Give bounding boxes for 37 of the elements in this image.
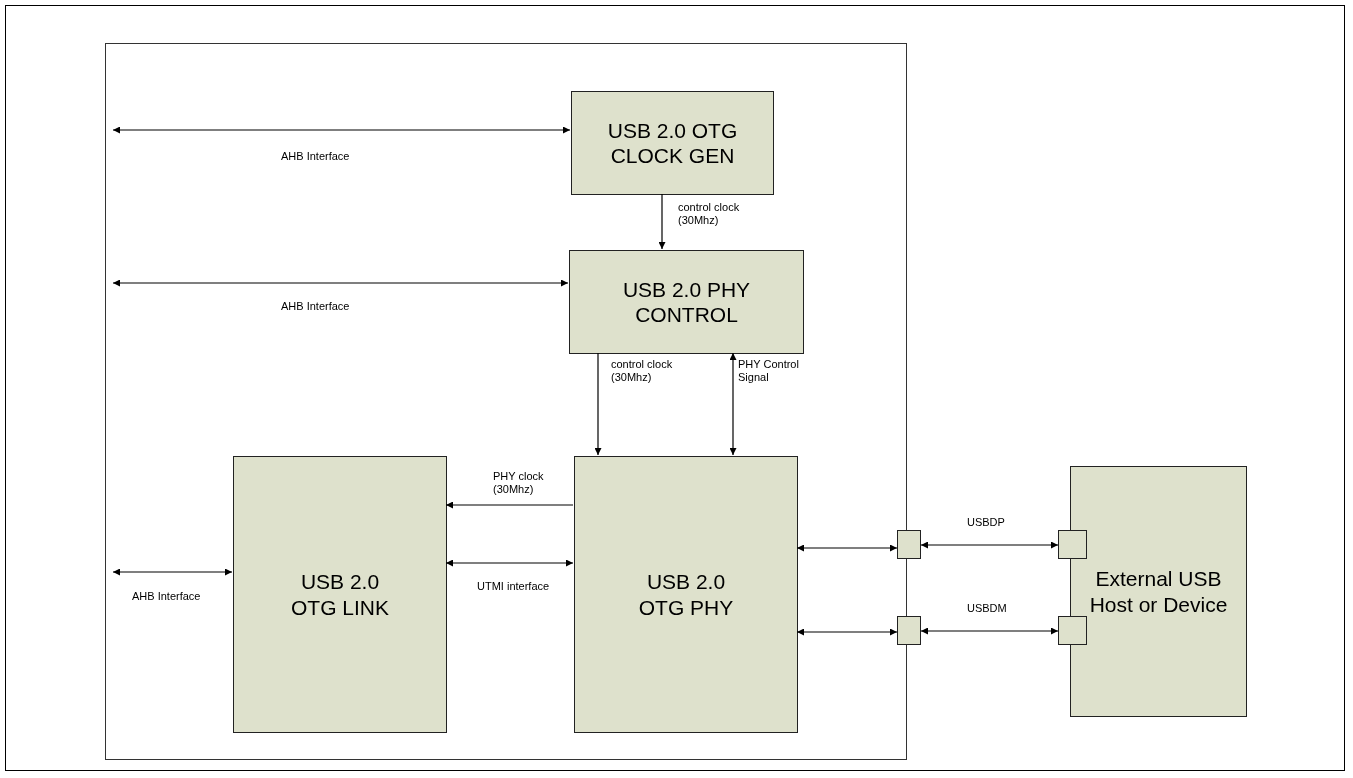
edge-label: PHY clock (30Mhz) (492, 470, 545, 497)
arrow (445, 501, 574, 509)
block-box (574, 456, 798, 733)
edge-label: UTMI interface (476, 580, 551, 594)
arrow (796, 544, 898, 552)
arrow (112, 568, 233, 576)
pad-box (1058, 616, 1087, 645)
edge-label: control clock (30Mhz) (610, 358, 674, 385)
arrow (445, 559, 574, 567)
edge-label: AHB Interface (280, 300, 351, 314)
arrow (796, 628, 898, 636)
pad-box (897, 530, 921, 559)
block-label: USB 2.0 OTG CLOCK GEN (606, 117, 739, 169)
block-box (569, 250, 804, 354)
arrow (112, 279, 569, 287)
edge-label: USBDP (966, 516, 1006, 530)
edge-label: PHY Control Signal (737, 358, 800, 385)
arrow (112, 126, 571, 134)
arrow (920, 541, 1059, 549)
chip-boundary-box (105, 43, 907, 760)
edge-label: AHB Interface (131, 590, 202, 604)
arrow (594, 352, 602, 456)
block-label: External USB Host or Device (1088, 566, 1229, 617)
arrow (729, 352, 737, 456)
block-label: USB 2.0 OTG PHY (637, 569, 735, 620)
edge-label: control clock (30Mhz) (677, 201, 741, 228)
arrow (658, 193, 666, 250)
block-box (233, 456, 447, 733)
block-box (1070, 466, 1247, 717)
edge-label: AHB Interface (280, 150, 351, 164)
pad-box (897, 616, 921, 645)
edge-label: USBDM (966, 602, 1008, 616)
block-label: USB 2.0 PHY CONTROL (621, 276, 752, 328)
block-box (571, 91, 774, 195)
pad-box (1058, 530, 1087, 559)
block-label: USB 2.0 OTG LINK (290, 569, 390, 620)
arrow (920, 627, 1059, 635)
